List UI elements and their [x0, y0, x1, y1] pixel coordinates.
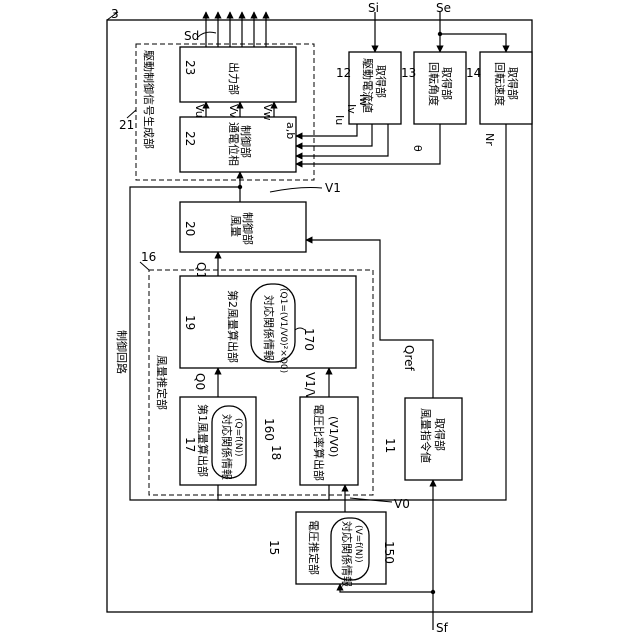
- air-volume-command-number: 11: [383, 438, 397, 453]
- signal-se: Se: [436, 1, 451, 15]
- air-volume-control-title-1: 風量: [229, 215, 242, 237]
- rotation-angle-title-2: 取得部: [440, 67, 454, 100]
- rotation-angle-number: 13: [401, 66, 416, 80]
- voltage-estimation-title: 電圧推定部: [307, 520, 321, 575]
- signal-theta: θ: [411, 145, 424, 152]
- correspondence-info-title-1: 対応関係情報: [220, 414, 234, 480]
- drive-current-number: 12: [336, 66, 351, 80]
- air-volume-control-title-2: 制御部: [241, 212, 255, 245]
- drive-signal-generator-number: 21: [119, 118, 134, 132]
- air-volume-estimation-title: 風量推定部: [155, 355, 169, 410]
- air-volume-command-title-1: 風量指令値: [419, 408, 433, 463]
- correspondence-info-title-2: 対応関係情報: [262, 295, 276, 361]
- correspondence-info-title-3: 対応関係情報: [340, 521, 354, 587]
- rotation-speed-title-2: 取得部: [506, 67, 520, 100]
- correspondence-info-number-3: 150: [382, 541, 396, 564]
- signal-iv: Iv: [345, 104, 358, 114]
- signal-nr: Nr: [483, 133, 496, 146]
- signal-vv: Vv: [227, 104, 240, 119]
- correspondence-info-number-1: 160: [262, 418, 276, 441]
- correspondence-info-number-2: 170: [302, 328, 316, 351]
- signal-sf: Sf: [436, 621, 449, 635]
- voltage-ratio-calc-number: 18: [269, 445, 283, 460]
- voltage-ratio-calc-sub: (V1/V0): [327, 416, 340, 457]
- drive-signal-generator-title: 駆動制御信号生成部: [142, 50, 156, 149]
- frame-number: 3: [111, 7, 119, 21]
- second-air-volume-calc-number: 19: [183, 315, 197, 330]
- rotation-angle-title-1: 回転角度: [427, 62, 441, 106]
- signal-v1: V1: [325, 181, 341, 195]
- output-block-title: 出力部: [227, 62, 241, 95]
- correspondence-info-formula-3: (V=f(N)): [353, 525, 363, 563]
- rotation-speed-number: 14: [466, 66, 481, 80]
- first-air-volume-calc-title: 第1風量算出部: [196, 404, 210, 477]
- air-volume-estimation-number: 16: [141, 250, 156, 264]
- phase-control-title-2: 制御部: [239, 125, 253, 158]
- signal-vw: Vw: [261, 104, 274, 121]
- signal-qref: Qref: [402, 345, 416, 371]
- signal-v0: V0: [394, 497, 410, 511]
- drive-current-title-2: 取得部: [374, 65, 388, 98]
- first-air-volume-calc-number: 17: [183, 437, 197, 452]
- correspondence-info-formula-2: (Q1=(V1/V0)²×Q0): [278, 288, 288, 373]
- frame-title: 制御回路: [115, 330, 129, 374]
- voltage-estimation-number: 15: [267, 540, 281, 555]
- correspondence-info-formula-1: (Q=f(N)): [233, 418, 243, 457]
- phase-control-ab: a,b: [284, 122, 297, 139]
- rotation-speed-title-1: 回転速度: [493, 62, 507, 106]
- signal-si: Si: [368, 1, 379, 15]
- air-volume-command-title-2: 取得部: [433, 418, 447, 451]
- signal-q0: Q0: [193, 373, 207, 390]
- signal-iw: Iw: [357, 94, 370, 106]
- phase-control-title-1: 通電位相: [227, 122, 241, 166]
- signal-vu: Vu: [193, 104, 206, 118]
- signal-sd: Sd: [184, 29, 199, 43]
- air-volume-control-number: 20: [183, 221, 197, 236]
- signal-iu: Iu: [333, 115, 346, 125]
- output-block-number: 23: [183, 60, 197, 75]
- phase-control-number: 22: [183, 131, 197, 146]
- second-air-volume-calc-title: 第2風量算出部: [226, 290, 240, 363]
- voltage-ratio-calc-title: 電圧比率算出部: [312, 404, 326, 481]
